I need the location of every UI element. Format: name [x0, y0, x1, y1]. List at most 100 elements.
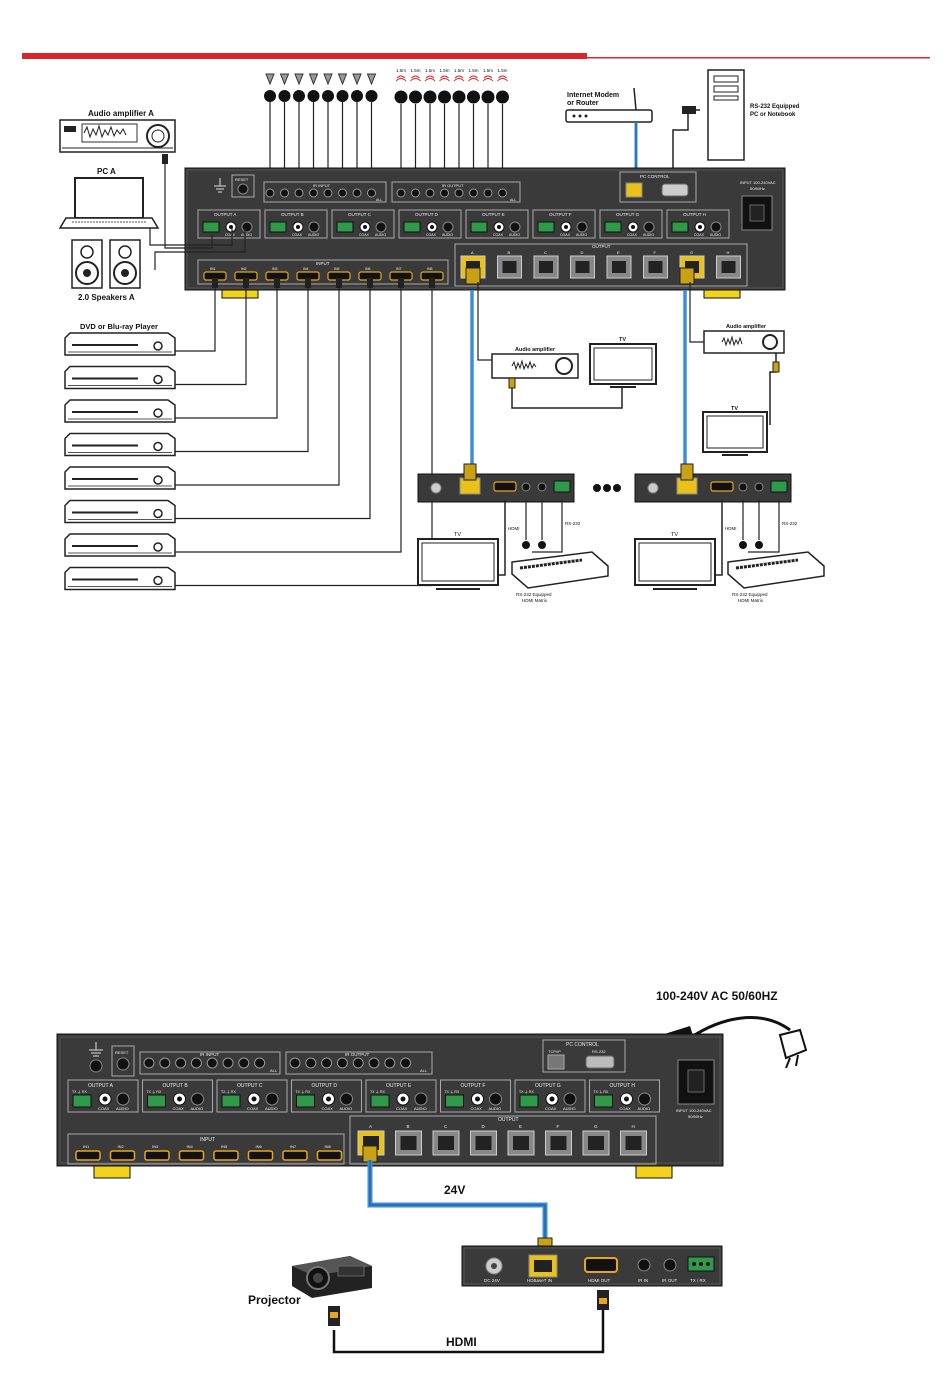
ac-power-label: 100-240V AC 50/60HZ	[656, 989, 778, 1003]
ir-input-jack	[309, 188, 318, 198]
rs232-matrix-label: RS-232 Equipped	[732, 592, 768, 597]
hdmi-input-label: IN3	[272, 267, 278, 271]
hdbt-port-letter: B	[407, 1124, 410, 1129]
hdmi-input-label: IN8	[427, 267, 433, 271]
rx-ir-out-label: IR OUT	[662, 1278, 678, 1283]
audio-label: AUDIO	[489, 1106, 502, 1111]
coax-pin	[363, 225, 367, 229]
hdmi-input-port	[247, 1150, 274, 1161]
audio-label: AUDIO	[643, 233, 654, 237]
ir-out-jack	[537, 482, 547, 492]
hdmi-input-label: IN6	[365, 267, 371, 271]
coax-pin	[296, 225, 300, 229]
audio-jack	[308, 221, 320, 233]
hdbt-port-letter: A	[369, 1124, 372, 1129]
matrix-rear-panel-bottom: RESET IR INPUT IR OUTPUT PC CONTROL TCP/…	[56, 1033, 724, 1179]
output-group-frame	[465, 209, 529, 239]
audio-amp-right-label: Audio amplifier	[726, 324, 767, 330]
rx-hdmi-label: HDMI	[508, 526, 520, 531]
ir-in-jack	[521, 482, 531, 492]
terminal-label: TX ⏚ RX	[221, 1089, 236, 1094]
ir-signal-arc	[468, 78, 479, 82]
output-group-frame	[142, 1079, 213, 1113]
hdbt-output-frame	[349, 1115, 657, 1165]
hdmi-input-label: IN6	[256, 1144, 263, 1149]
ir-blaster-eye	[467, 90, 480, 104]
ir-receiver-eye	[365, 90, 378, 102]
ir-receiver-head	[337, 73, 348, 86]
ir-input-jack	[175, 1057, 187, 1069]
ir-output-jack	[321, 1057, 333, 1069]
rs232-matrix-label: RS-232 Equipped	[516, 592, 552, 597]
dvd-label: DVD or Blu-ray Player	[80, 322, 158, 331]
audio-amp-mid-label: Audio amplifier	[515, 347, 556, 353]
tv-screen	[638, 542, 712, 582]
all-label: ALL	[420, 1068, 428, 1073]
hdbt-port-socket	[438, 1136, 454, 1150]
audio-jack	[191, 1092, 204, 1106]
ir-output-jack	[352, 1057, 364, 1069]
terminal-block	[269, 221, 287, 233]
ir-signal-arc	[396, 75, 406, 79]
ir-receiver-eye	[264, 90, 276, 102]
terminal-label: TX ⏚ RX	[296, 1089, 311, 1094]
terminal-label: TX ⏚ RX	[370, 1089, 385, 1094]
output-group-frame	[589, 1079, 660, 1113]
hdmi-input-port	[213, 1150, 239, 1161]
coax-label: COAX	[396, 1106, 408, 1111]
hdmi-cable	[175, 288, 433, 587]
output-group-label: OUTPUT A	[88, 1083, 114, 1089]
ir-output-label: IR OUTPUT	[442, 183, 464, 188]
hdmi-plug	[212, 278, 218, 288]
rx-rs232-label: RS-232	[782, 521, 798, 526]
hdbt-port-letter: C	[544, 250, 547, 255]
hdmi-cable	[175, 288, 278, 419]
ir-receiver-eye	[307, 90, 320, 102]
ir-input-jack	[238, 1057, 250, 1069]
hdmi-input-port	[282, 1150, 308, 1161]
output-group-label: OUTPUT H	[683, 212, 706, 217]
terminal-label: TX ⏚ RX	[519, 1089, 534, 1094]
coax-label: COAX	[560, 233, 571, 237]
terminal-block	[296, 1094, 315, 1108]
output-group-frame	[398, 209, 462, 239]
ir-input-jack	[265, 188, 275, 198]
hdmi-out-port	[710, 481, 734, 492]
hdbt-plug	[680, 463, 694, 481]
rs232-matrix-label: HDMI Matrix	[738, 598, 764, 603]
hdbt-port-socket	[721, 261, 736, 273]
speakers-2-0: 2.0 Speakers A	[71, 239, 141, 302]
audio-label: AUDIO	[710, 233, 721, 237]
tv-right-label: TV	[731, 406, 738, 412]
tv-mid-label: TV	[619, 337, 626, 343]
rx-hdbaset-label: HDBaseT IN	[527, 1278, 552, 1283]
ir-blaster-eye	[496, 90, 509, 104]
ir-eye	[755, 541, 763, 549]
input-frame	[67, 1133, 345, 1165]
rx-ir-in-label: IR IN	[638, 1278, 648, 1283]
tv	[634, 538, 716, 586]
tv-label: TV	[454, 532, 461, 538]
rs232-pc-label-1: RS-232 Equipped	[750, 104, 800, 110]
hdmi-input-label: IN5	[221, 1144, 228, 1149]
ir-input-jack	[222, 1057, 234, 1069]
ir-cable-length: 1.5m	[469, 68, 479, 73]
dvd-knob	[153, 508, 163, 519]
speakers-label: 2.0 Speakers A	[78, 293, 135, 302]
output-group-label: OUTPUT G	[535, 1083, 561, 1089]
ir-receiver-eye	[293, 90, 305, 102]
coax-label: COAX	[292, 233, 303, 237]
hdbt-plug	[463, 463, 477, 481]
output-group-label: OUTPUT B	[163, 1083, 189, 1089]
ir-signal-arc	[497, 78, 508, 82]
audio-label: AUDIO	[576, 233, 587, 237]
terminal-label: TX ⏚ RX	[72, 1089, 87, 1094]
output-group-label: OUTPUT A	[214, 212, 236, 217]
coax-label: COAX	[620, 1106, 632, 1111]
hdmi-input-label: IN8	[325, 1144, 332, 1149]
ir-signal-arc	[483, 75, 493, 79]
power-label-1: INPUT 100-240VAC	[740, 180, 776, 185]
rs232-terminal	[553, 480, 571, 493]
